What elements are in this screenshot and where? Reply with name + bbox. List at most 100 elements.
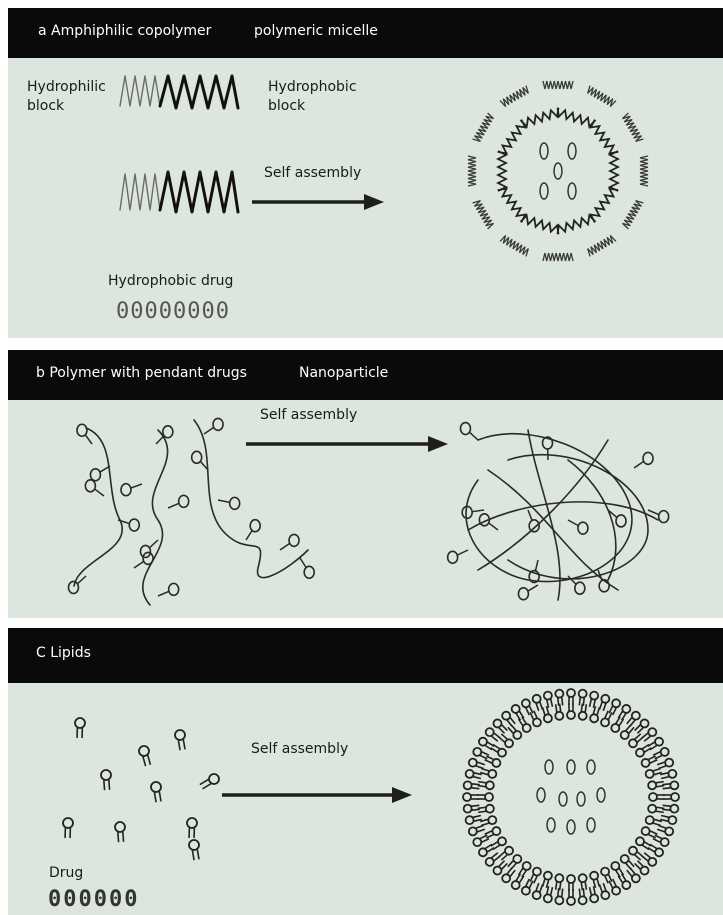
lipid-tail: [637, 728, 643, 734]
pendant-drug: [213, 418, 223, 430]
lipid-head: [492, 759, 500, 767]
lipid-tail: [648, 848, 655, 852]
lipid-tail: [501, 855, 507, 860]
panel-c-header: C Lipids: [8, 628, 723, 683]
lipid-head: [567, 711, 575, 719]
lipid-tail: [579, 889, 580, 897]
lipid-tail: [605, 876, 608, 883]
lipid-tail: [499, 728, 505, 734]
lipid-head: [505, 847, 513, 855]
lipid-head: [512, 881, 520, 889]
lipid-head: [590, 894, 598, 902]
lipid-tail: [492, 853, 498, 858]
lipid-tail: [556, 704, 557, 712]
pendant-drug-stem: [218, 500, 230, 502]
lipid-tail: [511, 863, 516, 869]
nanoparticle: [466, 430, 658, 600]
micelle-chain: [473, 199, 495, 229]
lipid-head: [590, 714, 598, 722]
lipid-tail: [622, 874, 626, 881]
lipid-head: [492, 827, 500, 835]
panel-c-arrowhead: [392, 787, 412, 803]
lipid-tail: [480, 755, 487, 758]
pendant-drug: [143, 552, 153, 564]
pendant-drug: [77, 424, 87, 436]
lipid-tail: [192, 850, 194, 860]
polymeric-micelle: [468, 81, 648, 261]
lipid-head: [544, 894, 552, 902]
panel-b-arrowhead: [428, 436, 448, 452]
lipid-tail: [644, 736, 650, 741]
lipid-tail: [597, 879, 599, 887]
lipid-head: [611, 862, 619, 870]
pendant-drug-stem: [204, 427, 214, 434]
lipid-tail: [627, 718, 632, 724]
lipid-tail: [143, 756, 146, 766]
lipid-head: [629, 739, 637, 747]
lipid-head: [464, 781, 472, 789]
encapsulated-drug: [567, 760, 575, 774]
lipid-head: [75, 718, 85, 728]
pendant-drug: [121, 484, 131, 496]
lipid-head: [670, 781, 678, 789]
lipid-tail: [642, 744, 649, 748]
lipid-head: [533, 891, 541, 899]
micelle-drug: [568, 143, 576, 159]
lipid-head: [612, 699, 620, 707]
lipid-tail: [629, 727, 634, 733]
pendant-drug-stem: [168, 503, 179, 508]
lipid-tail: [478, 811, 486, 812]
lipid-head: [522, 699, 530, 707]
lipid-head: [648, 781, 656, 789]
lipid-tail: [590, 887, 592, 895]
pendant-drugs-nanoparticle: [448, 423, 669, 600]
lipid-tail: [663, 805, 671, 806]
lipid-head: [590, 692, 598, 700]
free-lipids: [63, 718, 219, 860]
lipid-tail: [635, 734, 641, 739]
lipid-tail: [662, 784, 670, 785]
micelle-chain: [520, 108, 561, 128]
micelle-chain: [520, 214, 561, 234]
pendant-drug-stem: [568, 520, 579, 526]
lipid-head: [189, 840, 199, 850]
lipid-tail: [529, 706, 532, 713]
lipid-tail: [200, 779, 209, 784]
lipid-head: [555, 874, 563, 882]
micelle-chain: [555, 108, 596, 128]
lipid-tail: [485, 831, 492, 834]
lipid-tail: [526, 708, 529, 715]
pendant-drug: [643, 452, 653, 464]
encapsulated-drug: [567, 820, 575, 834]
polymer-chains-free: [74, 420, 308, 605]
lipid-head: [512, 705, 520, 713]
lipid-tail: [662, 809, 670, 810]
lipid-tail: [510, 718, 515, 724]
lipid-tail: [590, 699, 592, 707]
lipid-tail: [148, 755, 151, 765]
lipid-tail: [499, 852, 505, 857]
encapsulated-drug: [559, 792, 567, 806]
lipid-head: [464, 805, 472, 813]
panel-b-result-label: Nanoparticle: [299, 365, 388, 381]
lipid-tail: [609, 712, 612, 719]
lipid-head: [655, 738, 663, 746]
lipid-tail: [558, 698, 559, 706]
lipid-head: [601, 718, 609, 726]
lipid-tail: [560, 704, 561, 712]
encapsulated-drug: [597, 788, 605, 802]
lipid-tail: [656, 807, 664, 808]
lipid-tail: [653, 752, 660, 755]
micelle-chain: [498, 185, 528, 222]
lipid-tail: [486, 835, 493, 838]
lipid-tail: [603, 703, 606, 711]
lipid-tail: [508, 861, 513, 867]
lipid-head: [648, 805, 656, 813]
lipid-tail: [480, 835, 487, 838]
panel-a-drawing: [8, 58, 723, 338]
pendant-drug: [518, 588, 528, 600]
panel-b-drawing: [8, 400, 723, 618]
lipid-tail: [510, 870, 515, 876]
lipid-head: [493, 867, 501, 875]
lipid-head: [661, 838, 669, 846]
